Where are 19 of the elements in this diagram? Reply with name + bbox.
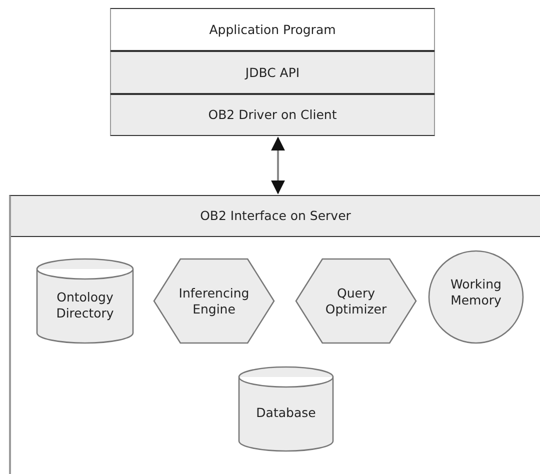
layer-label: OB2 Driver on Client: [207, 107, 338, 123]
storage-cylinder: [37, 259, 133, 343]
process-hexagon: [296, 259, 416, 343]
connector-arrow: [271, 136, 285, 194]
layer-label: Application Program: [208, 22, 337, 38]
process-hexagon: [154, 259, 274, 343]
node-label: Ontology Directory: [55, 290, 115, 321]
node-label: Inferencing Engine: [178, 285, 250, 317]
layer-box: [110, 8, 435, 51]
layer-box: [110, 51, 435, 94]
node-label: Working Memory: [450, 276, 502, 308]
storage-cylinder: [239, 367, 333, 451]
server-panel: [9, 195, 540, 474]
memory-circle: [429, 251, 523, 343]
layer-box: [110, 94, 435, 136]
layer-label: JDBC API: [244, 64, 301, 80]
panel-title: OB2 Interface on Server: [199, 208, 352, 224]
node-label: Query Optimizer: [324, 285, 388, 317]
node-label: Database: [255, 405, 317, 421]
